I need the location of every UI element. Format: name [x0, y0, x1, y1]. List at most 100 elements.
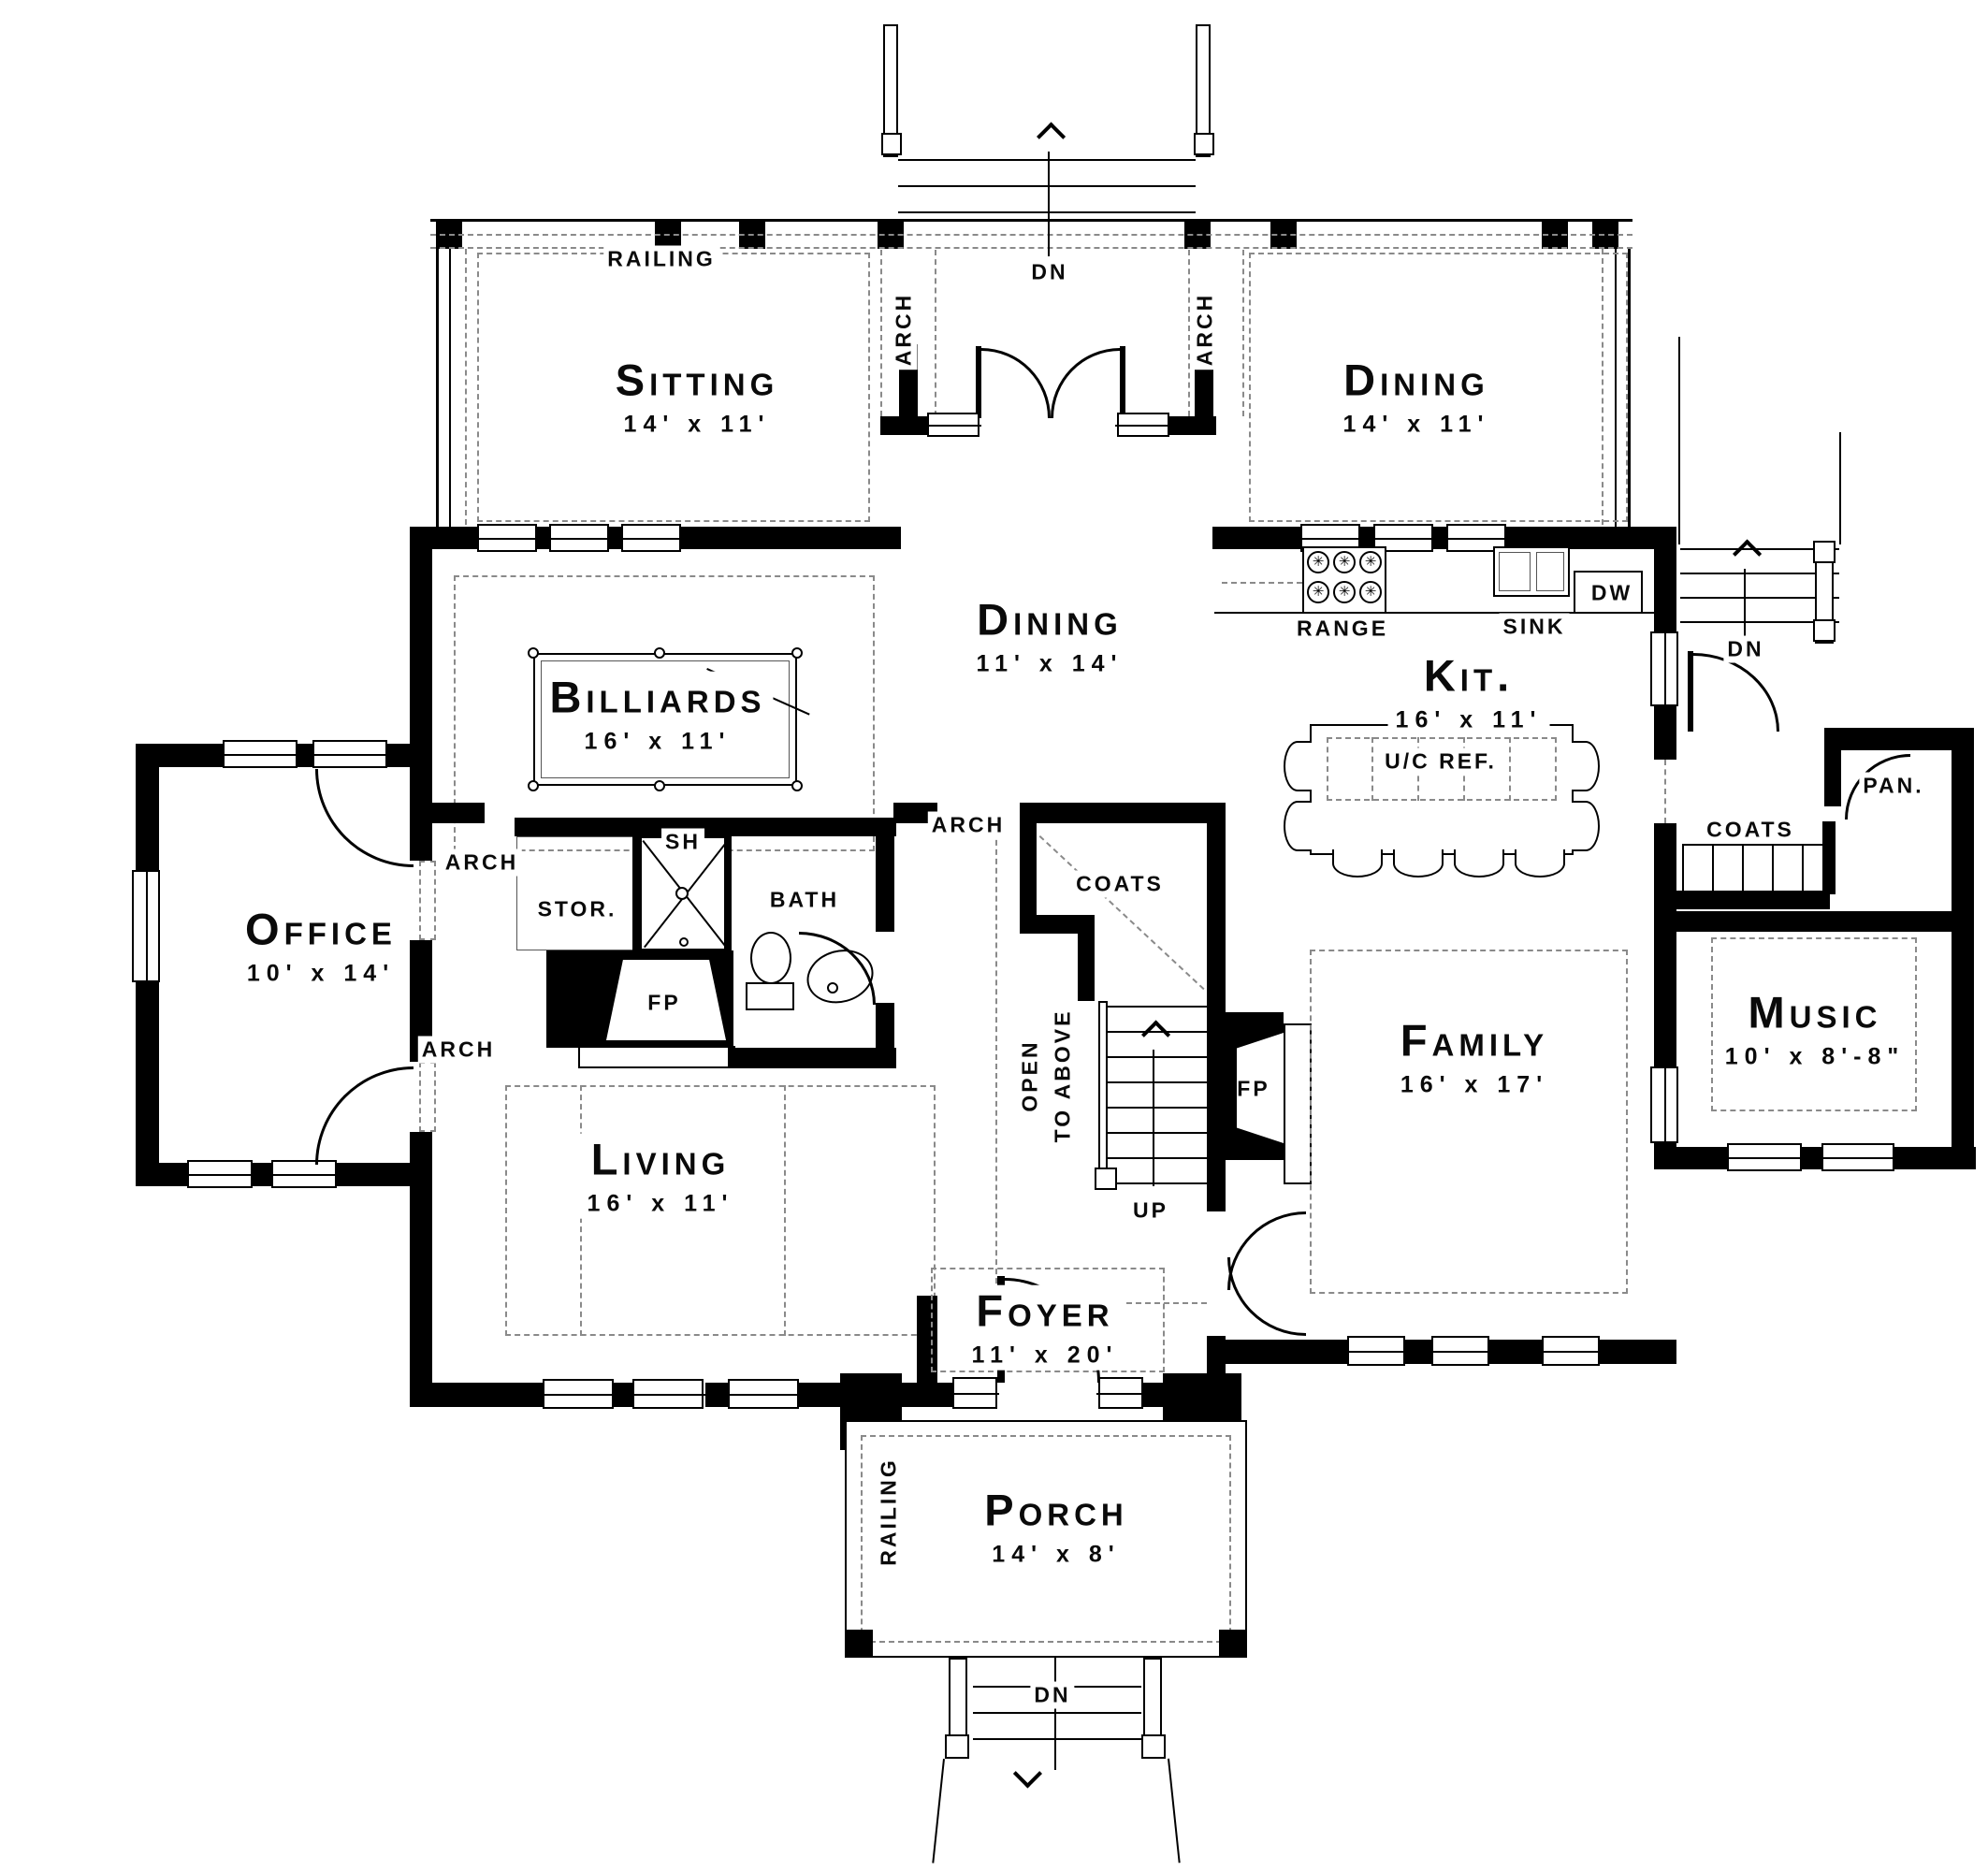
chair — [1572, 801, 1600, 851]
dashed-line — [995, 821, 997, 1302]
wall — [1742, 844, 1744, 892]
fixture-outline — [1095, 1168, 1117, 1190]
wall — [1405, 1340, 1431, 1364]
wall — [1168, 1758, 1181, 1864]
room-porch: Porch 14' x 8' — [977, 1484, 1136, 1570]
fixture-outline — [883, 24, 898, 157]
range-burner — [1359, 551, 1382, 573]
wall — [1489, 1340, 1542, 1364]
fixture-outline — [578, 1046, 735, 1068]
room-billiards: Billiards 16' x 11' — [542, 671, 774, 757]
room-sitting: Sitting 14' x 11' — [607, 354, 787, 440]
dashed-boundary — [1711, 937, 1917, 1111]
wall — [1020, 803, 1226, 823]
wall — [1839, 432, 1841, 544]
room-family: Family 16' x 17' — [1392, 1014, 1557, 1100]
fixture-outline — [1493, 546, 1570, 597]
window — [1650, 1065, 1678, 1145]
wall — [1104, 1081, 1209, 1083]
wall — [1712, 844, 1714, 892]
room-porch-dims: 14' x 8' — [992, 1541, 1121, 1568]
open-to-above-line1: OPEN — [1017, 1039, 1042, 1112]
window — [619, 524, 683, 552]
wall — [973, 1712, 1141, 1714]
fixture-line — [541, 660, 790, 778]
fireplace-label-family: FP — [1237, 1076, 1270, 1101]
wall — [1358, 527, 1375, 549]
door-swing-arc — [315, 1066, 414, 1165]
wall — [253, 1163, 271, 1186]
chair — [1332, 849, 1383, 877]
room-foyer: Foyer 11' x 20' — [964, 1284, 1126, 1371]
wall — [1688, 651, 1693, 732]
dashed-line — [1188, 250, 1190, 416]
fixture — [654, 780, 665, 791]
wall — [1680, 548, 1839, 550]
wall — [436, 249, 439, 527]
fixture — [791, 780, 803, 791]
wall — [1207, 1183, 1226, 1211]
dashed-boundary — [1327, 737, 1557, 801]
wall — [876, 818, 894, 932]
wall — [1952, 728, 1974, 1169]
pantry-label: PAN. — [1859, 772, 1928, 800]
dashed-line — [1242, 250, 1244, 416]
range-burner — [1333, 551, 1356, 573]
up-arrow-icon — [1037, 122, 1067, 152]
wall — [1824, 728, 1955, 750]
arch-label-billiards: ARCH — [441, 848, 523, 877]
room-kitchen: Kit. 16' x 11' — [1387, 649, 1550, 735]
room-billiards-dims: 16' x 11' — [584, 728, 732, 755]
wall — [845, 1630, 873, 1658]
fixture-outline — [949, 1658, 967, 1740]
coats-label-center: COATS — [1072, 870, 1168, 898]
wall — [976, 346, 981, 418]
fixture-outline — [746, 982, 794, 1010]
fixture-outline — [945, 1734, 969, 1759]
dashed-line — [880, 250, 882, 416]
room-dining-upper-dims: 14' x 11' — [1342, 411, 1490, 438]
wall — [1078, 934, 1095, 1001]
wall — [1168, 416, 1216, 435]
door-swing-arc — [981, 348, 1051, 418]
wall — [679, 527, 901, 549]
window — [1096, 1377, 1145, 1409]
room-dining-center-name: Dining — [977, 594, 1123, 645]
door-swing-arc — [799, 932, 876, 1005]
fixture-outline — [881, 133, 902, 155]
wall — [1504, 527, 1676, 549]
room-foyer-name: Foyer — [976, 1285, 1114, 1336]
wall — [515, 818, 896, 836]
fixture-outline — [1098, 1001, 1108, 1175]
up-label-stairs: UP — [1129, 1197, 1172, 1225]
dashed-boundary — [1310, 950, 1628, 1294]
chair — [1515, 849, 1565, 877]
chair — [1572, 741, 1600, 791]
fixture — [654, 647, 665, 659]
wall — [1600, 1340, 1676, 1364]
chair — [1454, 849, 1504, 877]
dishwasher-label: DW — [1587, 579, 1637, 607]
wall — [1772, 844, 1774, 892]
wall — [1654, 706, 1676, 760]
sink-label: SINK — [1499, 613, 1570, 641]
fixture-outline — [1194, 133, 1214, 155]
wall — [1104, 1056, 1209, 1058]
chair — [1284, 801, 1312, 851]
fixture-outline — [1284, 1023, 1312, 1184]
dashed-line — [1602, 249, 1603, 525]
window — [1820, 1143, 1896, 1171]
dashed-boundary — [861, 1435, 1231, 1643]
wall — [705, 1383, 728, 1407]
fixture-outline — [1813, 619, 1836, 642]
fixture — [675, 887, 689, 900]
wall — [1894, 1147, 1976, 1169]
dashed-line — [430, 247, 1632, 249]
fixture — [528, 780, 539, 791]
dashed-line — [1222, 582, 1302, 584]
wall — [893, 803, 937, 823]
room-porch-name: Porch — [984, 1485, 1128, 1535]
dn-label-porch-steps: DN — [1030, 1681, 1075, 1709]
room-kitchen-dims: 16' x 11' — [1395, 706, 1543, 733]
dashed-line — [935, 250, 936, 416]
